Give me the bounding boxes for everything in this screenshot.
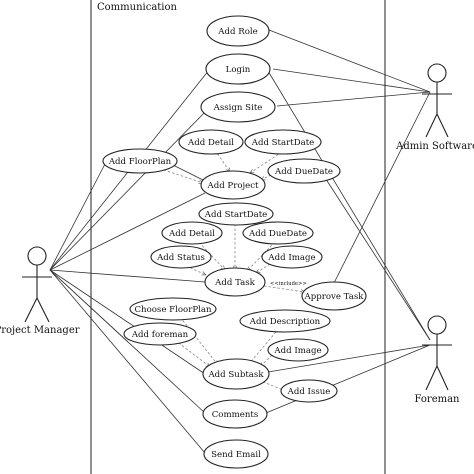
stick-figure-icon [22, 246, 52, 323]
use-case-label: Add DueDate [248, 229, 307, 239]
use-case-add-duedate[interactable]: Add DueDate [242, 221, 314, 245]
actor-admin-software[interactable]: Admin Software [395, 63, 474, 152]
use-case-add-image[interactable]: Add Image [267, 338, 329, 362]
use-case-comments[interactable]: Comments [202, 399, 268, 429]
actor-label: Foreman [415, 394, 461, 405]
use-case-label: Add Detail [168, 229, 215, 239]
admin-software-associations [268, 29, 431, 284]
use-case-label: Add Status [156, 253, 205, 263]
use-case-label: Add FloorPlan [108, 157, 172, 167]
use-case-label: Add foreman [131, 330, 189, 340]
use-case-choose-floorplan[interactable]: Choose FloorPlan [129, 297, 217, 321]
use-case-label: Add Detail [187, 138, 234, 148]
use-case-add-foreman[interactable]: Add foreman [123, 322, 197, 346]
use-case-add-image[interactable]: Add Image [261, 245, 323, 269]
use-case-label: Add Issue [287, 387, 331, 397]
use-case-label: Approve Task [304, 292, 365, 302]
stick-figure-icon [422, 63, 452, 138]
use-case-add-project[interactable]: Add Project [200, 170, 266, 200]
use-case-label: Add Image [267, 253, 315, 263]
use-case-add-floorplan[interactable]: Add FloorPlan [102, 148, 178, 174]
stick-figure-icon [422, 315, 452, 391]
use-case-label: Add Image [273, 346, 321, 356]
use-case-send-email[interactable]: Send Email [203, 439, 269, 469]
actor-label: Project Manager [0, 325, 80, 336]
use-case-label: Add StartDate [204, 210, 268, 220]
use-case-label: Add Project [206, 181, 259, 191]
use-case-label: Send Email [211, 450, 261, 460]
use-case-add-status[interactable]: Add Status [150, 245, 212, 269]
use-case-add-subtask[interactable]: Add Subtask [202, 358, 270, 390]
use-case-label: Login [226, 65, 251, 75]
use-case-label: Choose FloorPlan [134, 305, 212, 315]
use-case-label: Add Subtask [207, 370, 264, 380]
use-case-login[interactable]: Login [205, 53, 271, 85]
use-case-label: Add Task [214, 278, 256, 288]
actor-foreman[interactable]: Foreman [415, 315, 461, 405]
use-case-label: Add Description [249, 317, 321, 327]
use-case-add-detail[interactable]: Add Detail [178, 129, 244, 155]
use-case-add-role[interactable]: Add Role [206, 15, 270, 47]
foreman-associations [265, 70, 431, 414]
use-case-assign-site[interactable]: Assign Site [200, 91, 276, 123]
use-case-add-detail[interactable]: Add Detail [161, 221, 223, 245]
use-case-add-startdate[interactable]: Add StartDate [198, 202, 274, 226]
use-case-add-description[interactable]: Add Description [239, 309, 331, 333]
use-case-add-task[interactable]: Add Task [204, 267, 266, 297]
use-case-label: Add Role [217, 27, 257, 37]
use-case-label: Add DueDate [274, 167, 333, 177]
use-case-add-duedate[interactable]: Add DueDate [267, 158, 341, 184]
use-case-label: Add StartDate [251, 138, 315, 148]
actor-project-manager[interactable]: Project Manager [0, 246, 80, 336]
use-case-label: Comments [212, 410, 259, 420]
use-case-add-startdate[interactable]: Add StartDate [244, 129, 322, 155]
actor-label: Admin Software [395, 141, 474, 152]
system-title: Communication [97, 2, 178, 13]
use-case-label: Assign Site [213, 103, 263, 113]
use-case-approve-task[interactable]: Approve Task [301, 281, 367, 311]
include-label: <<include>> [270, 281, 307, 287]
use-case-add-issue[interactable]: Add Issue [280, 379, 338, 403]
